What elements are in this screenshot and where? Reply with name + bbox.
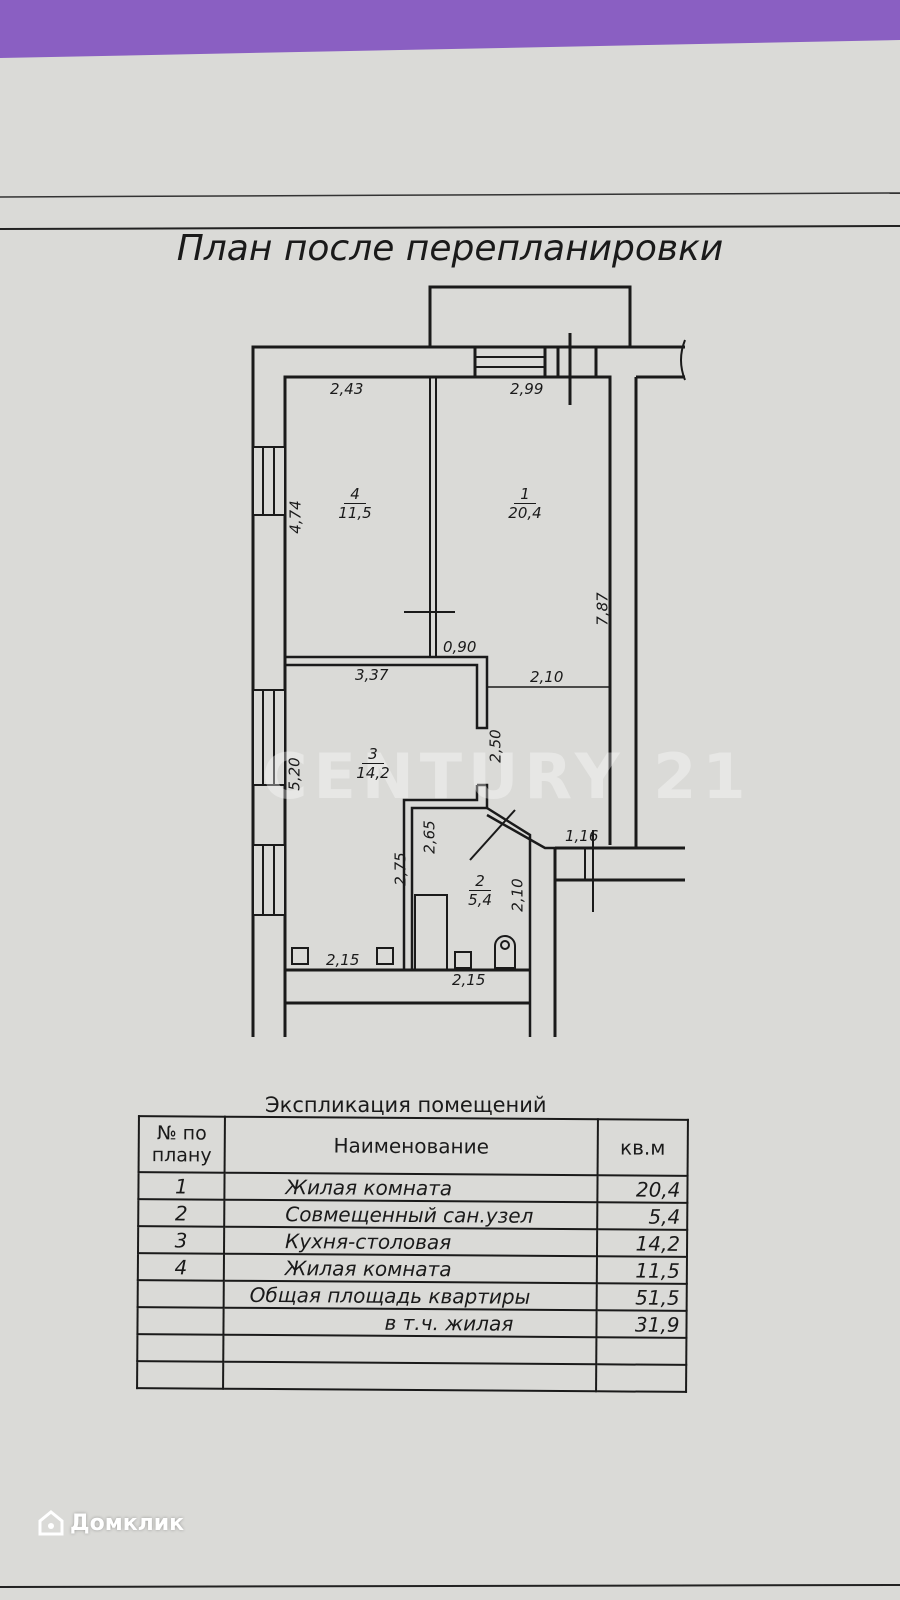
cell-num: 1 bbox=[138, 1172, 225, 1200]
domclick-logo: Домклик bbox=[38, 1510, 184, 1536]
header-area: кв.м bbox=[597, 1119, 688, 1176]
cell-area: 14,2 bbox=[596, 1229, 688, 1257]
dimension-label: 2,15 bbox=[326, 951, 360, 969]
watermark: CENTURY 21 bbox=[262, 740, 752, 813]
cell-area: 5,4 bbox=[597, 1202, 688, 1230]
dimension-label: 2,65 bbox=[420, 820, 439, 854]
table-title: Экспликация помещений bbox=[265, 1093, 547, 1117]
cell-area: 51,5 bbox=[596, 1283, 687, 1311]
cell-name: Жилая комната bbox=[224, 1172, 598, 1203]
frame-line bbox=[0, 192, 900, 198]
dimension-label: 4,74 bbox=[286, 500, 305, 534]
frame-line bbox=[0, 1584, 900, 1588]
dimension-label: 2,75 bbox=[391, 852, 410, 886]
paper-sheet bbox=[0, 40, 900, 1600]
cell-name: в т.ч. жилая bbox=[223, 1307, 597, 1338]
house-icon bbox=[38, 1510, 64, 1536]
shower bbox=[414, 894, 448, 971]
header-num: № по плану bbox=[138, 1116, 225, 1173]
cell-num bbox=[137, 1280, 224, 1308]
dimension-label: 2,43 bbox=[330, 380, 364, 398]
cell-area: 20,4 bbox=[597, 1175, 688, 1203]
cell-name: Жилая комната bbox=[223, 1253, 597, 1284]
logo-text: Домклик bbox=[70, 1510, 185, 1536]
dimension-label: 1,16 bbox=[565, 827, 599, 845]
dimension-label: 7,87 bbox=[593, 592, 612, 626]
table-header: № по плану Наименование кв.м bbox=[138, 1116, 688, 1176]
toilet-icon bbox=[494, 935, 516, 969]
cell-num: 2 bbox=[138, 1199, 225, 1227]
cell-name: Кухня-столовая bbox=[223, 1226, 598, 1257]
sink-icon bbox=[454, 951, 472, 969]
header-name: Наименование bbox=[224, 1116, 598, 1176]
table-row bbox=[137, 1334, 687, 1365]
frame-line bbox=[0, 225, 900, 230]
cell-num: 3 bbox=[137, 1226, 225, 1254]
dimension-label: 2,99 bbox=[510, 380, 544, 398]
floor-plan bbox=[251, 285, 686, 1037]
cell-name: Общая площадь квартиры bbox=[223, 1280, 597, 1311]
dimension-label: 2,50 bbox=[486, 729, 505, 763]
dimension-label: 2,15 bbox=[452, 971, 486, 989]
dimension-label: 2,10 bbox=[530, 668, 564, 686]
window bbox=[252, 446, 286, 916]
stove-icon bbox=[291, 947, 309, 965]
dimension-label: 2,10 bbox=[508, 878, 527, 912]
dimension-label: 5,20 bbox=[285, 757, 304, 791]
window bbox=[473, 345, 547, 379]
dimension-label: 3,37 bbox=[355, 666, 389, 684]
cell-area: 31,9 bbox=[596, 1310, 687, 1338]
cell-num bbox=[137, 1307, 224, 1335]
table-row bbox=[137, 1361, 687, 1392]
sink-icon bbox=[376, 947, 394, 965]
cell-area: 11,5 bbox=[596, 1256, 687, 1284]
cell-num: 4 bbox=[137, 1253, 224, 1281]
page-title: План после перепланировки bbox=[176, 228, 724, 269]
dimension-label: 0,90 bbox=[443, 638, 477, 656]
cell-name: Совмещенный сан.узел bbox=[224, 1199, 598, 1230]
